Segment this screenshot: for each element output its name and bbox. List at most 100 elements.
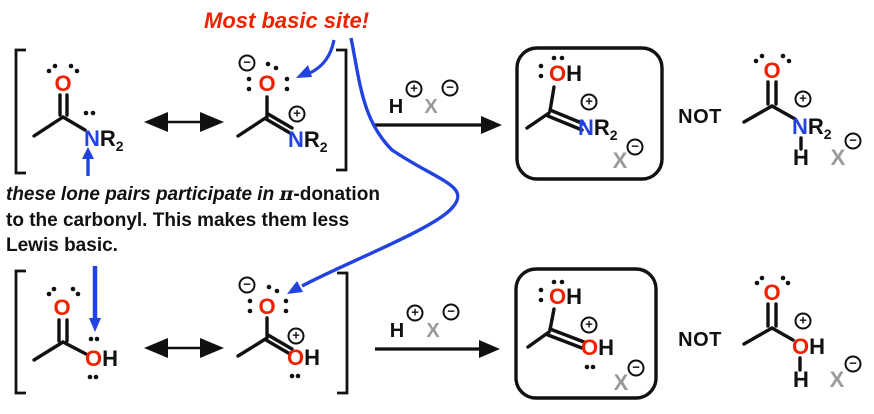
acid-product-bottom-oh-group: OH — [581, 337, 614, 359]
amide-product-lone-pairs — [538, 55, 565, 79]
reagent-proton-plus-bottom: + — [406, 304, 424, 322]
amide-wrong-counterion: X — [830, 145, 846, 170]
acid-product-counterion: X — [613, 370, 629, 395]
amide-zwitterion-lone-pairs — [246, 61, 290, 92]
r-subscript: 2 — [609, 127, 618, 143]
amide-neutral-nr2-group: NR2 — [84, 126, 124, 154]
r-group: R — [593, 115, 610, 140]
resonance-arrow-top — [144, 112, 224, 132]
bracket-bottom-left — [14, 269, 26, 395]
amide-wrong-plus-charge: + — [794, 90, 812, 108]
nitrogen-atom: N — [288, 127, 304, 152]
reagent-counterion-top: X — [424, 96, 438, 118]
hydrogen-atom: H — [809, 334, 826, 359]
amide-neutral-lone-pairs — [46, 63, 96, 116]
arrow-to-acid-oh-lone-pair — [89, 266, 101, 332]
r-group: R — [807, 114, 824, 139]
hydrogen-atom: H — [304, 345, 321, 370]
acid-product-plus-charge: + — [580, 316, 598, 334]
acid-wrong-counterion: X — [829, 367, 845, 392]
amide-oxygen-minus-charge: − — [238, 54, 256, 72]
bonds — [32, 80, 803, 372]
acid-wrong-oh-hydrogen: H — [793, 367, 809, 392]
r-subscript: 2 — [319, 139, 328, 155]
hydrogen-atom: H — [102, 346, 119, 371]
curved-arrow-to-amide-oxygen — [296, 39, 336, 78]
amide-product-oh-group: OH — [549, 63, 582, 85]
reagent-proton-top: H — [388, 96, 404, 118]
not-label-bottom: NOT — [678, 329, 722, 351]
acid-wrong-oxygen: O — [763, 280, 781, 305]
acid-product-top-oh-group: OH — [549, 286, 582, 308]
acid-neutral-lone-pairs — [46, 286, 100, 380]
nitrogen-atom: N — [792, 114, 808, 139]
oxygen-atom: O — [85, 346, 103, 371]
acid-zwitterion-oxygen: O — [258, 294, 276, 319]
blue-annotation-arrows — [82, 37, 460, 332]
acid-oxygen-minus-charge: − — [238, 276, 256, 294]
caption-italic-text: these lone pairs participate in — [6, 184, 280, 205]
hydrogen-atom: H — [598, 335, 615, 360]
lone-pair-dots — [46, 53, 792, 380]
amide-neutral-oxygen: O — [54, 71, 72, 96]
amide-product-bonds — [525, 85, 586, 132]
caption-line-2: to the carbonyl. This makes them less — [6, 209, 350, 231]
nitrogen-atom: N — [84, 126, 100, 151]
nitrogen-atom: N — [578, 115, 594, 140]
acid-neutral-oh-group: OH — [85, 348, 118, 370]
oxygen-atom: O — [792, 334, 810, 359]
amide-nitrogen-plus-charge: + — [288, 105, 306, 123]
acid-zwitterion-oh-group: OH — [287, 347, 320, 369]
bracket-top-right — [336, 48, 348, 172]
amide-wrong-bonds — [742, 80, 803, 151]
amide-zwitterion-oxygen: O — [258, 71, 276, 96]
resonance-arrow-bottom — [144, 338, 224, 358]
not-label-top: NOT — [678, 106, 722, 128]
reagent-counterion-minus-bottom: − — [442, 303, 460, 321]
reaction-arrow-top — [374, 116, 502, 134]
acid-wrong-oh-group: OH — [792, 336, 825, 358]
acid-product-bonds — [526, 307, 586, 350]
oxygen-atom: O — [581, 335, 599, 360]
bracket-top-left — [14, 48, 26, 175]
caption-donation-text: -donation — [293, 184, 380, 205]
amide-product-nr2-group: NR2 — [578, 115, 618, 143]
amide-product-counterion: X — [612, 148, 628, 173]
amide-product-counterion-minus: − — [626, 138, 644, 156]
lone-pair-caption: these lone pairs participate in π-donati… — [6, 182, 380, 259]
acid-wrong-counterion-minus: − — [844, 355, 862, 373]
amide-zwitterion-nr2-group: NR2 — [288, 127, 328, 155]
acid-zwitterion-lone-pairs — [247, 284, 301, 379]
amide-wrong-nh-hydrogen: H — [793, 145, 809, 170]
acid-neutral-bonds — [32, 318, 88, 362]
pi-symbol: π — [279, 183, 294, 205]
reagent-proton-bottom: H — [389, 320, 405, 342]
r-subscript: 2 — [823, 126, 832, 142]
oxygen-atom: O — [549, 61, 567, 86]
arrow-to-amide-nitrogen-lone-pair — [82, 147, 94, 176]
product-box-amide — [515, 46, 664, 181]
amide-product-plus-charge: + — [580, 93, 598, 111]
r-group: R — [303, 127, 320, 152]
reagent-counterion-bottom: X — [426, 320, 440, 342]
product-box-acid — [514, 267, 658, 400]
acid-neutral-oxygen: O — [53, 295, 71, 320]
resonance-brackets — [14, 48, 349, 395]
amide-zwitterion-bonds — [236, 95, 294, 138]
acid-product-counterion-minus: − — [627, 359, 645, 377]
caption-line-1: these lone pairs participate in π-donati… — [6, 182, 380, 208]
reaction-arrow-bottom — [375, 340, 500, 358]
caption-line-3: Lewis basic. — [6, 235, 118, 256]
curved-arrow-to-acid-oxygen — [287, 37, 460, 294]
r-subscript: 2 — [115, 138, 124, 154]
acid-product-lone-pairs — [538, 279, 596, 370]
product-boxes — [514, 46, 664, 400]
oxygen-atom: O — [287, 345, 305, 370]
acid-wrong-plus-charge: + — [794, 312, 812, 330]
most-basic-site-label: Most basic site! — [204, 8, 370, 33]
reagent-proton-plus-top: + — [405, 80, 423, 98]
acid-wrong-lone-pairs — [754, 275, 791, 286]
amide-wrong-oxygen: O — [763, 58, 781, 83]
